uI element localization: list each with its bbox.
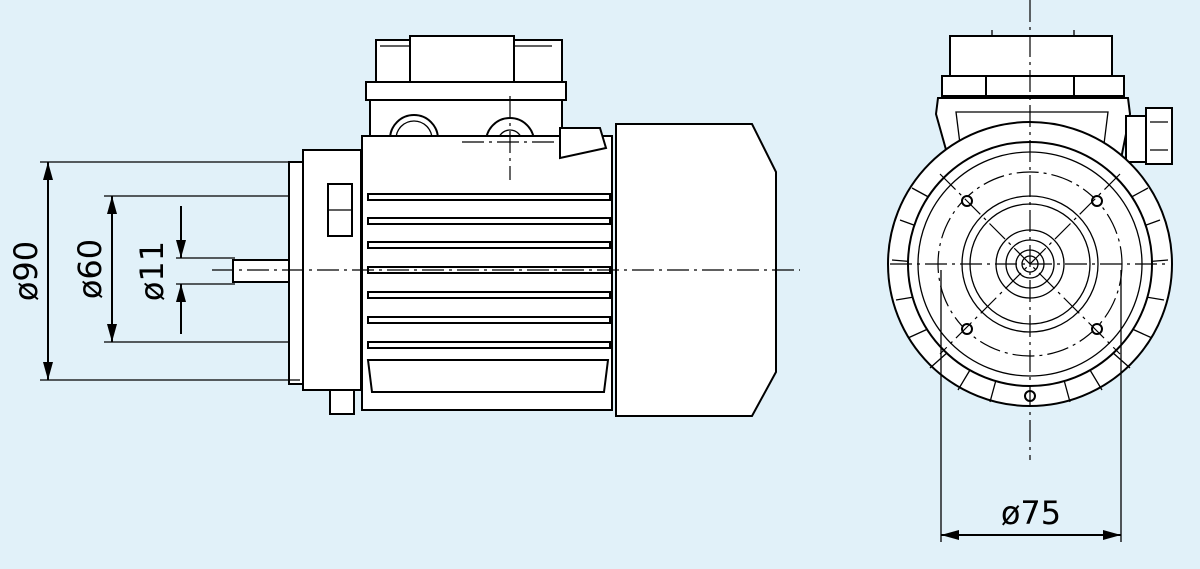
bolt-hole — [1091, 323, 1103, 335]
dimension-shaft: ø11 — [133, 206, 235, 334]
dim-label-90: ø90 — [7, 241, 45, 301]
bolt-hole — [1091, 195, 1103, 207]
dim-label-11: ø11 — [133, 241, 171, 301]
side-view: ø90 ø60 ø11 — [7, 35, 800, 417]
bolt-hole — [961, 323, 973, 335]
dimension-spigot: ø60 — [71, 195, 289, 343]
dim-label-60: ø60 — [71, 239, 109, 299]
end-view: ø75 — [887, 0, 1173, 542]
end-cable-gland — [1125, 107, 1173, 165]
dimension-flange: ø90 — [7, 161, 300, 381]
shaft — [232, 259, 296, 283]
cooling-fins — [366, 193, 611, 393]
dimension-bolt-circle: ø75 — [940, 270, 1122, 542]
dim-label-75: ø75 — [1001, 494, 1061, 532]
